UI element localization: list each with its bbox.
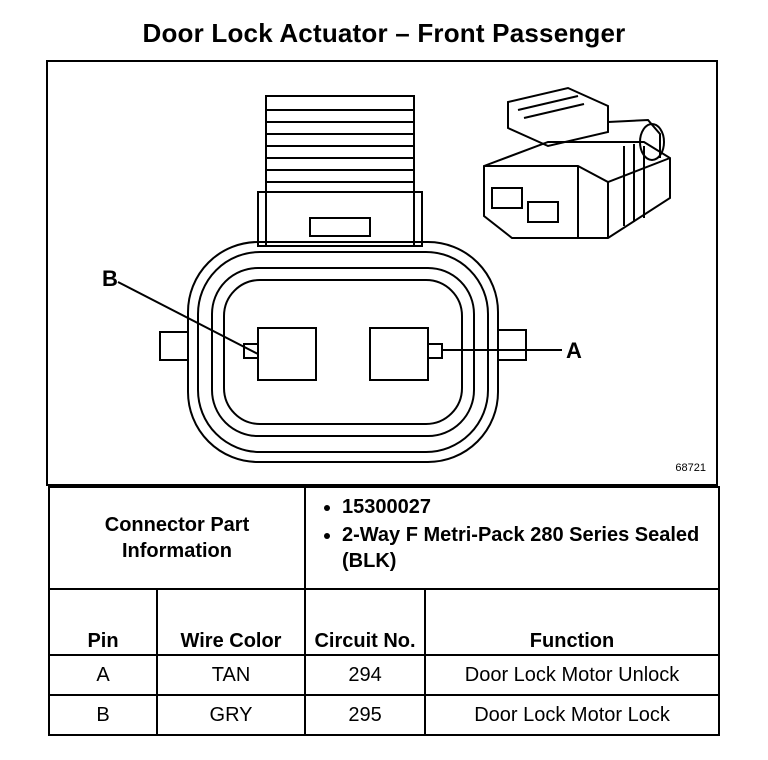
- connector-info-details: 15300027 2-Way F Metri-Pack 280 Series S…: [304, 486, 721, 590]
- header-circuit: Circuit No.: [304, 588, 427, 656]
- table-row: B GRY 295 Door Lock Motor Lock: [48, 694, 721, 736]
- header-function: Function: [424, 588, 721, 656]
- pin-cell: A: [48, 654, 158, 696]
- connector-part-number: 15300027: [342, 494, 718, 520]
- circuit-cell: 294: [304, 654, 427, 696]
- connector-diagram: B A 68721: [46, 60, 718, 486]
- figure-number: 68721: [675, 462, 706, 474]
- connector-info-row: Connector Part Information 15300027 2-Wa…: [47, 486, 721, 590]
- cavity-a: [369, 327, 429, 381]
- header-pin: Pin: [48, 588, 158, 656]
- pin-cell: B: [48, 694, 158, 736]
- pin-b-callout: B: [102, 266, 118, 291]
- page-title: Door Lock Actuator – Front Passenger: [142, 18, 626, 48]
- pin-a-callout: A: [566, 338, 582, 363]
- table-row: A TAN 294 Door Lock Motor Unlock: [48, 654, 721, 696]
- function-cell: Door Lock Motor Unlock: [424, 654, 721, 696]
- connector-info-label: Connector Part Information: [47, 486, 307, 590]
- table-header-row: Pin Wire Color Circuit No. Function: [48, 588, 721, 656]
- function-cell: Door Lock Motor Lock: [424, 694, 721, 736]
- connector-pinout-table: Connector Part Information 15300027 2-Wa…: [47, 486, 721, 736]
- circuit-cell: 295: [304, 694, 427, 736]
- wire-color-cell: GRY: [155, 694, 307, 736]
- header-wire-color: Wire Color: [155, 588, 307, 656]
- cavity-b: [257, 327, 317, 381]
- wire-color-cell: TAN: [155, 654, 307, 696]
- connector-description: 2-Way F Metri-Pack 280 Series Sealed (BL…: [342, 522, 718, 574]
- connector-drawing: [117, 86, 671, 463]
